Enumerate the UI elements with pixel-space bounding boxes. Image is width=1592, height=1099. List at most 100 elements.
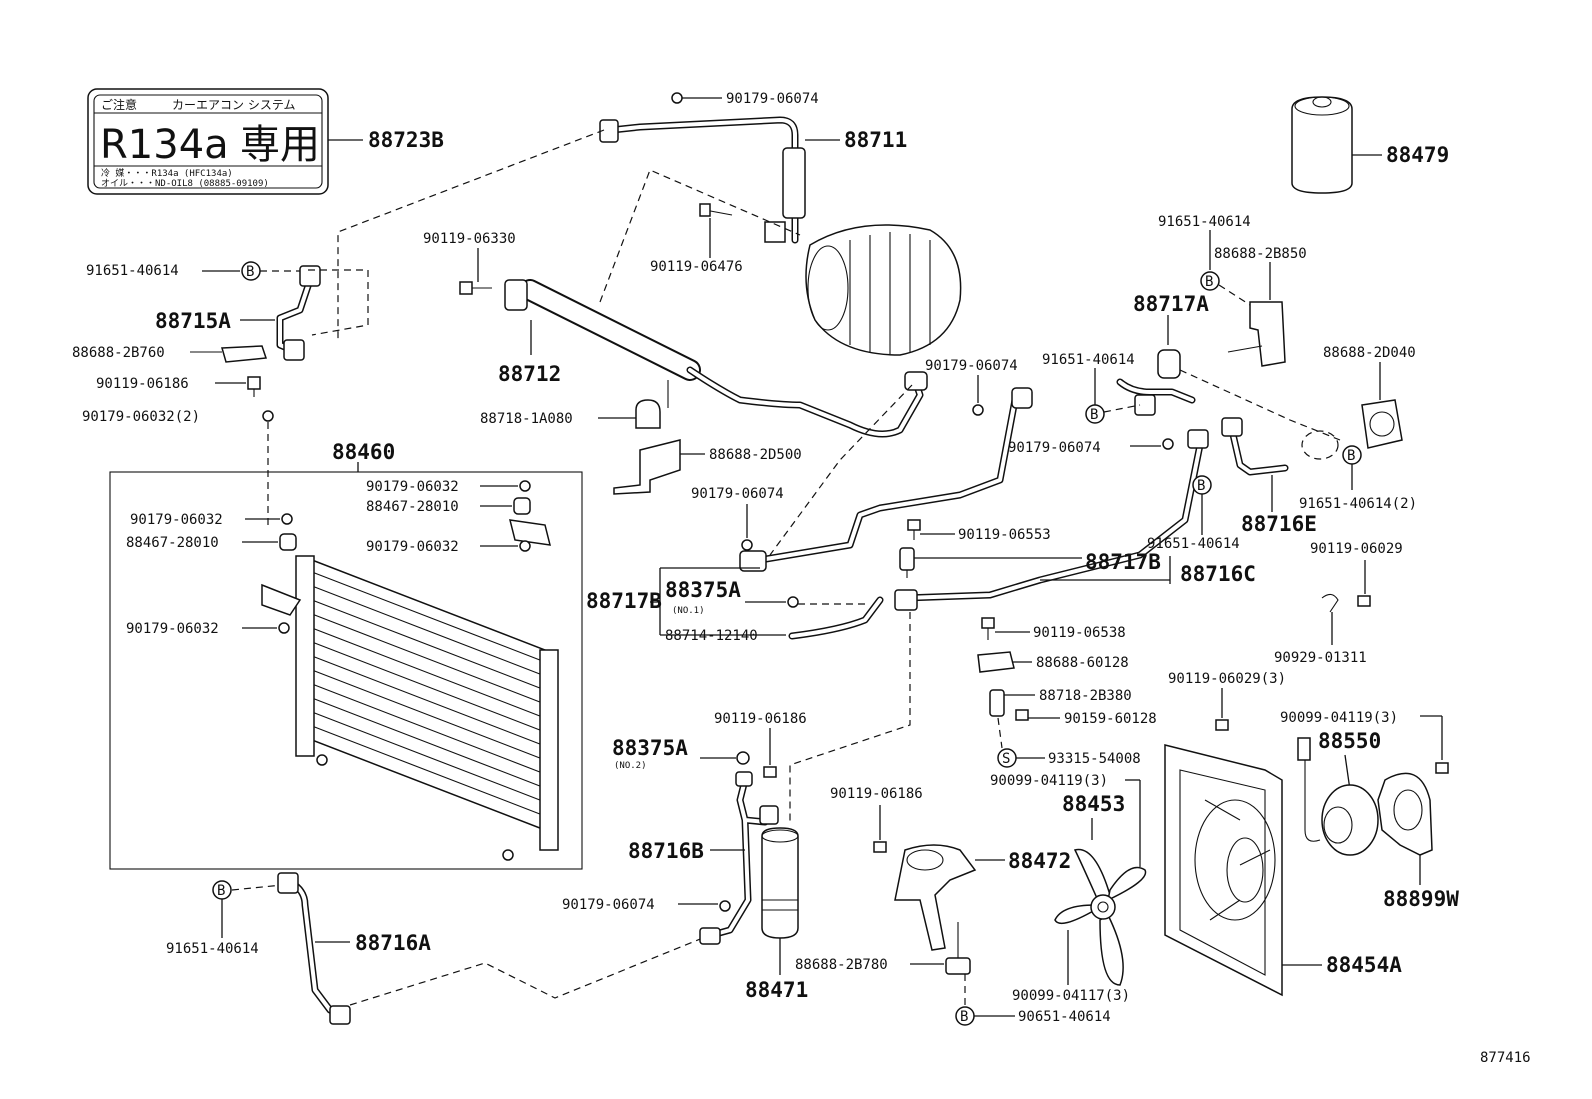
part-88712-label: 88712 [498, 362, 561, 386]
nut-icon [262, 410, 274, 422]
cooling-fan-icon [1054, 848, 1147, 986]
part-88453-label: 88453 [1062, 792, 1125, 816]
nut-icon [671, 92, 683, 104]
part-88714-12140-label: 88714-12140 [665, 628, 758, 644]
bolt-b-mark-icon: B [212, 880, 232, 900]
part-90929-01311-label: 90929-01311 [1274, 650, 1367, 666]
part-88460-label: 88460 [332, 440, 395, 464]
part-88688-2D040-label: 88688-2D040 [1323, 345, 1416, 361]
bracket-88688-2B780-icon [945, 922, 971, 975]
compressor-icon [764, 221, 962, 356]
part-90119-06330-label: 90119-06330 [423, 231, 516, 247]
part-90099-04119-3-mid-label: 90099-04119(3) [990, 773, 1108, 789]
part-90651-40614-label: 90651-40614 [1018, 1009, 1111, 1025]
part-91651-40614-c-label: 91651-40614 [1147, 536, 1240, 552]
bolt-icon [907, 519, 921, 540]
part-90119-06476-label: 90119-06476 [650, 259, 743, 275]
part-90119-06186-b-label: 90119-06186 [714, 711, 807, 727]
part-90179-06032-c-label: 90179-06032 [130, 512, 223, 528]
bolt-b-mark-icon: B [955, 1006, 975, 1026]
svg-text:S: S [1002, 751, 1010, 767]
condenser-mount-bracket-icon [509, 519, 551, 546]
part-88688-2D500-label: 88688-2D500 [709, 447, 802, 463]
discharge-hose-icon [599, 116, 806, 244]
sticker-main-left: R134a [100, 122, 229, 168]
part-88375A-no2-label: 88375A [612, 736, 688, 760]
condenser-bracket-icon [261, 583, 302, 616]
fan-motor-bracket-88472-icon [894, 844, 977, 951]
part-88688-2B780-label: 88688-2B780 [795, 957, 888, 973]
cushion-icon [279, 533, 297, 551]
part-88375A-no1-label: 88375A [665, 578, 741, 602]
part-88471-label: 88471 [745, 978, 808, 1002]
part-93315-54008-label: 93315-54008 [1048, 751, 1141, 767]
bracket-88688-2B850-icon [1227, 301, 1286, 367]
part-88454A-label: 88454A [1326, 953, 1402, 977]
part-88550-label: 88550 [1318, 729, 1381, 753]
condenser-group-frame [109, 471, 583, 870]
compressor-oil-can-icon [1291, 96, 1353, 194]
part-88375A-no2-sub-label: (NO.2) [614, 761, 647, 771]
nut-icon [278, 622, 290, 634]
sticker-main-right: 専用 [240, 122, 320, 168]
part-90179-06074-mid2-label: 90179-06074 [1008, 440, 1101, 456]
bolt-b-mark-icon: B [1192, 475, 1212, 495]
svg-text:B: B [960, 1009, 968, 1025]
receiver-drier-icon [761, 827, 799, 939]
bolt-b-mark-icon: B [1200, 271, 1220, 291]
bolt-icon [981, 617, 995, 640]
clamp-88718-2B380-icon [989, 689, 1005, 717]
part-88717A-label: 88717A [1133, 292, 1209, 316]
gasket-plate-88688-2D040-icon [1361, 399, 1403, 449]
part-88723B-label: 88723B [368, 128, 444, 152]
part-88711-label: 88711 [844, 128, 907, 152]
part-90159-60128-label: 90159-60128 [1064, 711, 1157, 727]
bolt-icon [1435, 762, 1449, 774]
bolt-icon [873, 841, 887, 853]
fan-motor-icon [1297, 737, 1379, 856]
o-ring-icon [787, 596, 799, 608]
o-ring-icon [736, 751, 750, 765]
svg-text:B: B [1205, 274, 1213, 290]
part-91651-40614-left-label: 91651-40614 [86, 263, 179, 279]
part-90099-04119-3-right-label: 90099-04119(3) [1280, 710, 1398, 726]
part-90179-06074-top-label: 90179-06074 [726, 91, 819, 107]
bolt-icon [763, 766, 777, 778]
part-88718-1A080-label: 88718-1A080 [480, 411, 573, 427]
part-90119-06538-label: 90119-06538 [1033, 625, 1126, 641]
part-88899W-label: 88899W [1383, 887, 1459, 911]
part-88688-2B850-label: 88688-2B850 [1214, 246, 1307, 262]
part-88472-label: 88472 [1008, 849, 1071, 873]
bolt-b-mark-icon: B [1342, 445, 1362, 465]
part-88467-28010-a-label: 88467-28010 [366, 499, 459, 515]
part-88479-label: 88479 [1386, 143, 1449, 167]
part-90119-06029-label: 90119-06029 [1310, 541, 1403, 557]
sticker-line-1: 冷 媒・・・R134a (HFC134a) [101, 167, 233, 179]
nut-icon [741, 539, 753, 551]
part-88718-2B380-label: 88718-2B380 [1039, 688, 1132, 704]
part-88688-2B760-label: 88688-2B760 [72, 345, 165, 361]
bracket-88688-2D500-icon [613, 439, 681, 495]
part-91651-40614-2-label: 91651-40614(2) [1299, 496, 1417, 512]
part-88717B-right-label: 88717B [1085, 550, 1161, 574]
part-90179-06032-d-label: 90179-06032 [126, 621, 219, 637]
part-90179-06074-c-label: 90179-06074 [691, 486, 784, 502]
suction-pipe-icon [504, 279, 928, 438]
nut-icon [719, 900, 731, 912]
pipe-88716E-icon [1221, 417, 1289, 476]
liquid-tube-88716B-icon [699, 771, 779, 945]
bolt-icon [247, 376, 261, 397]
liquid-tube-88716C-icon [894, 429, 1209, 611]
hose-88714-12140-icon [788, 596, 884, 640]
screw-s-mark-icon: S [997, 748, 1017, 768]
part-88716C-label: 88716C [1180, 562, 1256, 586]
suction-tube-88717B-icon [739, 387, 1033, 572]
sticker-title-left: ご注意 [101, 97, 137, 112]
part-90119-06553-label: 90119-06553 [958, 527, 1051, 543]
part-88467-28010-b-label: 88467-28010 [126, 535, 219, 551]
svg-text:B: B [217, 883, 225, 899]
bolt-icon [699, 203, 733, 217]
part-88375A-no1-sub-label: (NO.1) [672, 606, 705, 616]
nut-icon [519, 540, 531, 552]
part-90179-06074-b-label: 90179-06074 [562, 897, 655, 913]
